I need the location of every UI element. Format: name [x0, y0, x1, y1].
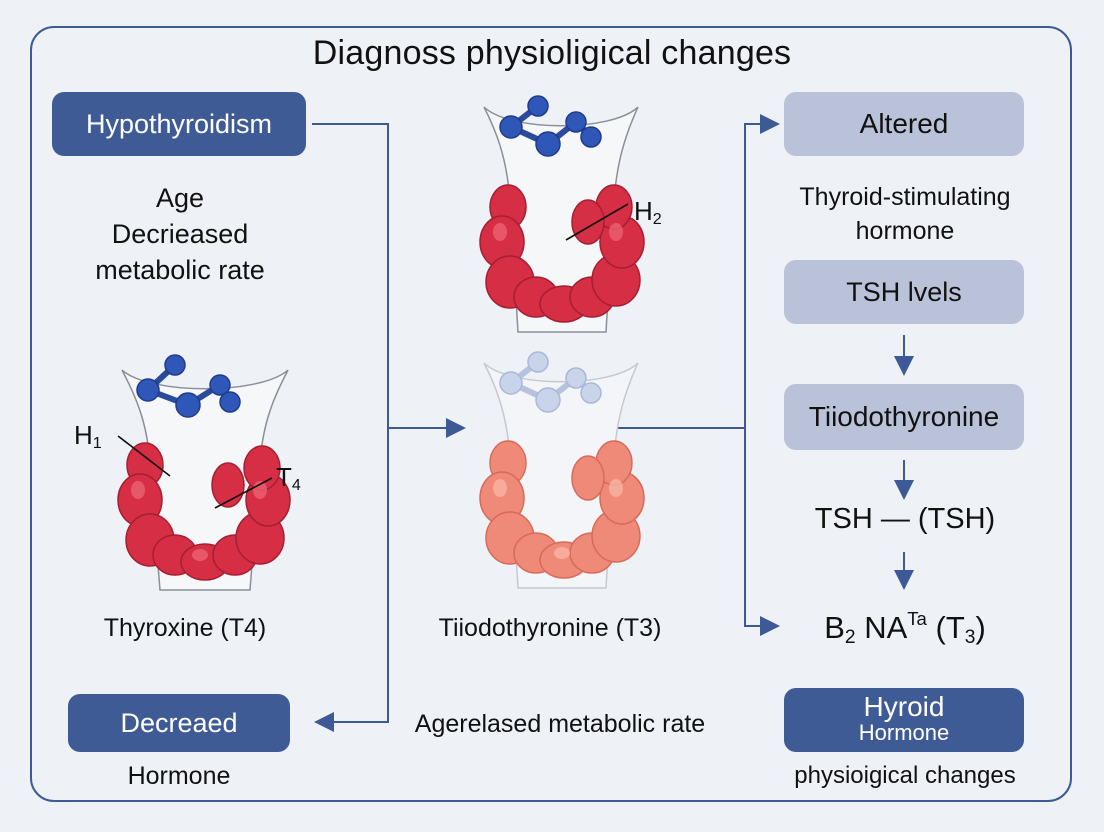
- hyroid-label: Hyroid: [863, 691, 945, 722]
- gland-label-t4-sub: 4: [291, 476, 301, 495]
- decreased-box: Decreaed: [68, 694, 290, 752]
- thyroxine-caption: Thyroxine (T4): [103, 614, 267, 642]
- tsh-equation: TSH — (TSH): [814, 503, 996, 535]
- hyroid-hormone-box: Hyroid Hormone: [784, 688, 1024, 752]
- hypothyroidism-label: Hypothyroidism: [85, 108, 273, 139]
- formula-b-sub: 2: [844, 626, 856, 648]
- diagram-title: Diagnoss physioligical changes: [312, 34, 792, 72]
- molecule-icon-top: [499, 95, 602, 157]
- age-label: Age: [155, 183, 205, 213]
- hormone-label-left: Hormone: [127, 762, 231, 790]
- decreased-box-label: Decreaed: [120, 707, 238, 738]
- connector-right-bracket-bottom: [744, 428, 780, 636]
- tiiodothyronine-box: Tiiodothyronine: [784, 384, 1024, 450]
- tsh-levels-box: TSH lvels: [784, 260, 1024, 324]
- formula-t3: (T: [926, 610, 965, 646]
- left-description: Age Decrieased metabolic rate: [40, 180, 320, 288]
- connector-left-bracket: [312, 123, 389, 732]
- connector-right-bracket-top: [744, 114, 780, 428]
- formula-sup: Ta: [907, 608, 927, 629]
- altered-box: Altered: [784, 92, 1024, 156]
- formula-na: NA: [855, 610, 908, 646]
- hypothyroidism-box: Hypothyroidism: [52, 92, 306, 156]
- thyroid-gland-faded: [479, 351, 645, 589]
- middle-bottom-text: Agerelased metabolic rate: [414, 710, 706, 738]
- tsh-levels-label: TSH lvels: [846, 276, 962, 307]
- formula-b: B: [824, 610, 845, 646]
- molecule-icon-faded: [499, 351, 602, 413]
- gland-label-t4: T4: [276, 462, 301, 495]
- tiiodothyronine-label: Tiiodothyronine: [808, 401, 1000, 432]
- gland-label-h1: H1: [74, 420, 102, 453]
- gland-label-h2-sub: 2: [652, 210, 662, 229]
- gland-label-h1-sub: 1: [92, 434, 102, 453]
- diagram-frame: [30, 26, 1072, 802]
- gland-label-h1-letter: H: [74, 420, 93, 450]
- gland-label-h2: H2: [634, 196, 662, 229]
- tsh-description: Thyroid-stimulating hormone: [770, 180, 1040, 248]
- gland-label-h2-letter: H: [634, 196, 653, 226]
- triiodothyronine-caption: Tiiodothyronine (T3): [438, 614, 662, 642]
- physio-changes-label: physioigical changes: [794, 762, 1016, 789]
- formula-close: ): [975, 610, 986, 646]
- altered-label: Altered: [859, 108, 949, 139]
- thyroid-stimulating-label: Thyroid-stimulating: [799, 183, 1011, 211]
- thyroid-gland-top: [479, 95, 645, 333]
- b2-formula: B2 NATa (T3): [770, 608, 1040, 649]
- thyroid-gland-left: [117, 354, 291, 591]
- decreased-label: Decrieased: [111, 219, 249, 249]
- formula-t3-sub: 3: [964, 626, 976, 648]
- gland-label-t4-letter: T: [276, 462, 292, 492]
- hormone-label-right: hormone: [855, 217, 955, 245]
- hyroid-hormone-label: Hormone: [858, 720, 950, 745]
- metabolic-rate-label: metabolic rate: [95, 255, 265, 285]
